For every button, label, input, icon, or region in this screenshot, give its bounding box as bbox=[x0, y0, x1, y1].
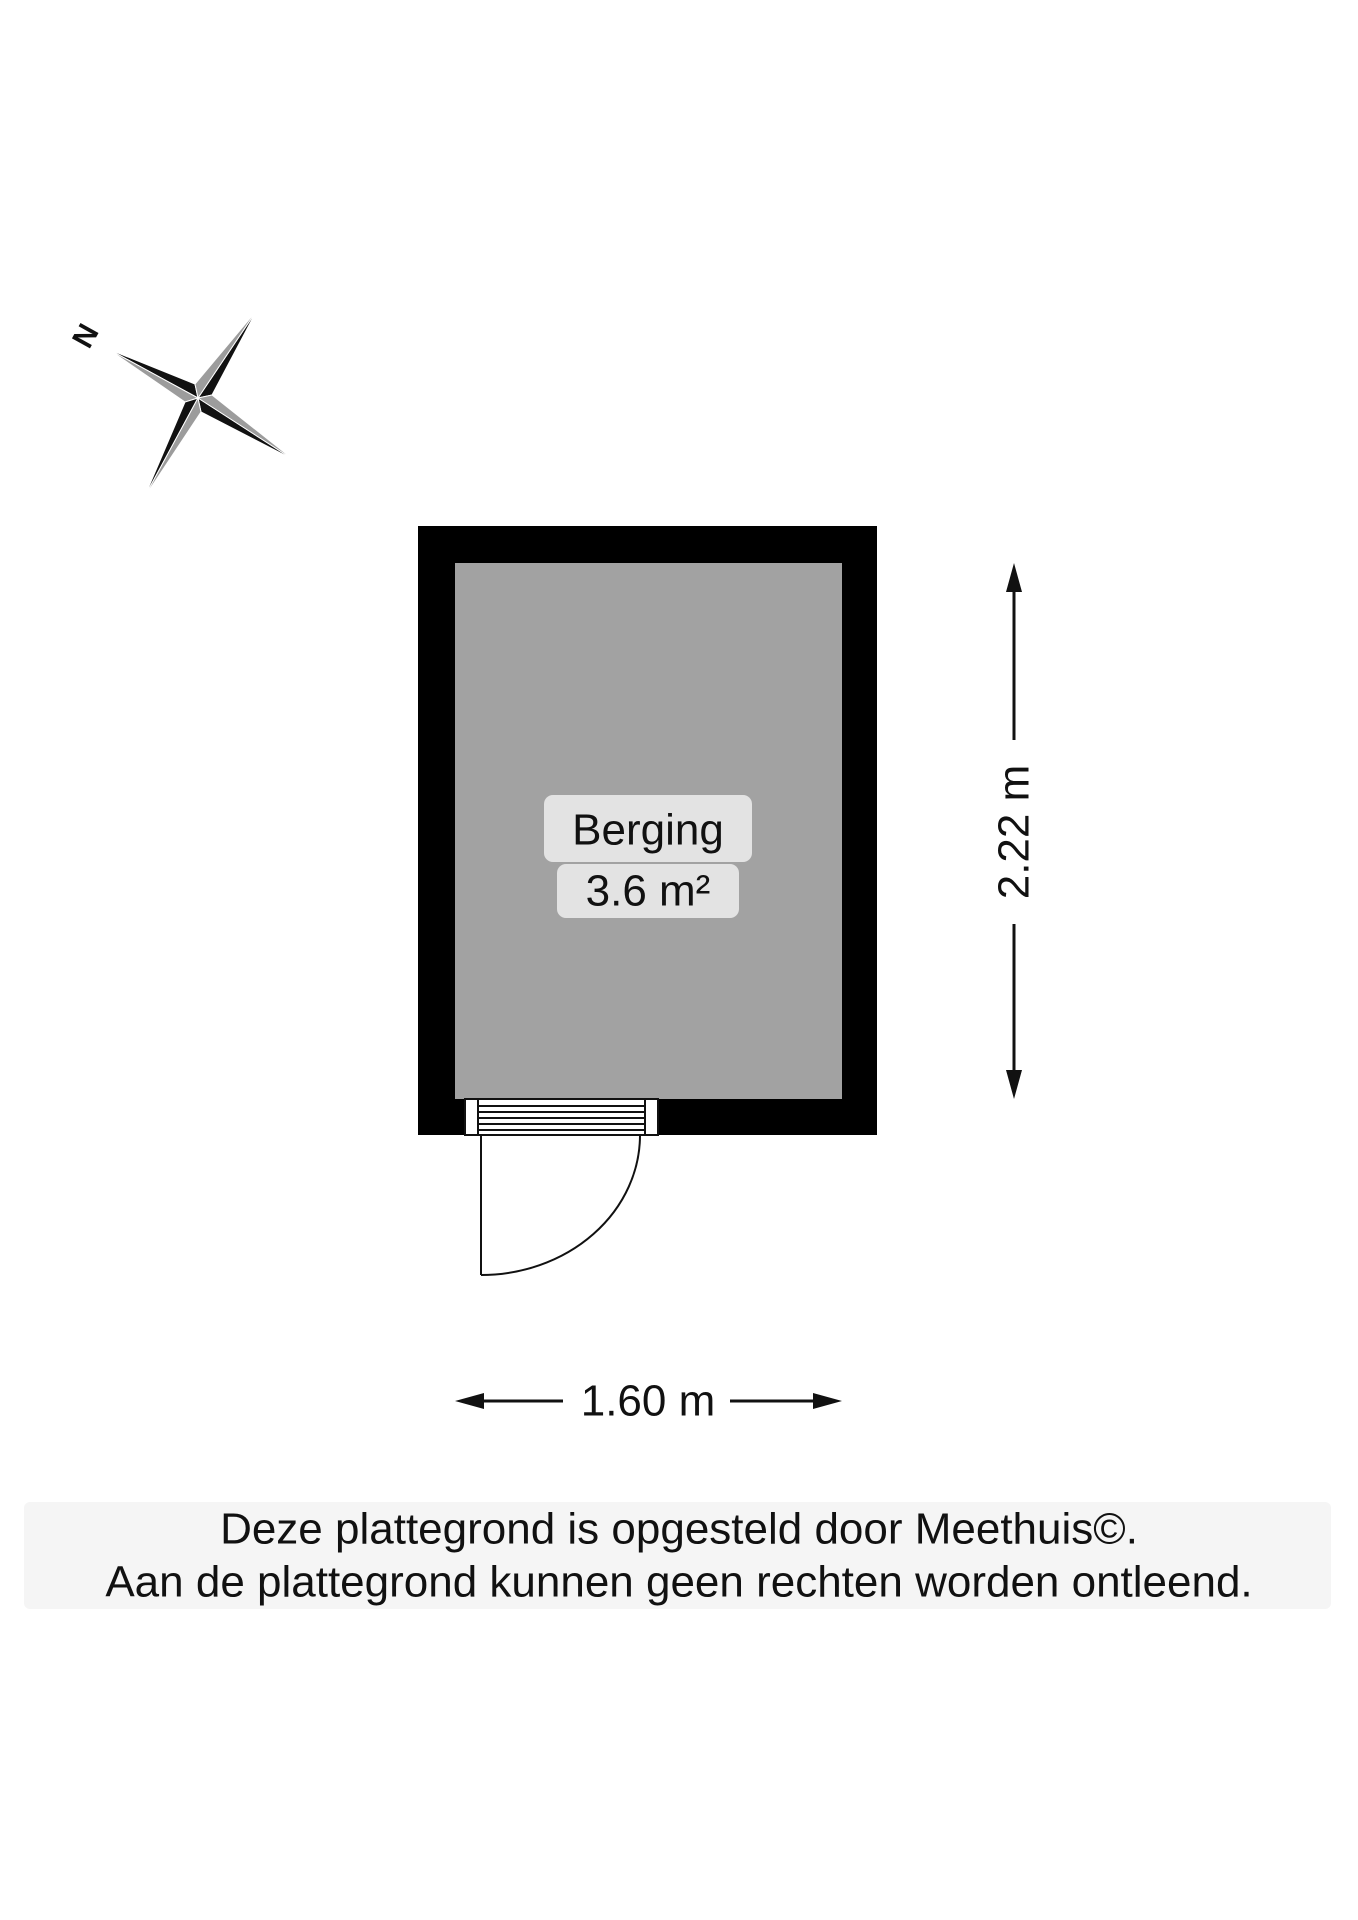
depth-dimension: 2.22 m bbox=[990, 563, 1039, 1099]
room-label: Berging 3.6 m² bbox=[544, 795, 752, 918]
room-area: 3.6 m² bbox=[586, 867, 711, 916]
compass-arm-east-light bbox=[194, 309, 258, 400]
compass-arm-north-light bbox=[107, 348, 200, 403]
door-swing bbox=[480, 1134, 641, 1276]
width-dimension: 1.60 m bbox=[455, 1377, 842, 1426]
disclaimer-line-2: Aan de plattegrond kunnen geen rechten w… bbox=[105, 1558, 1252, 1607]
compass-rose-icon: N bbox=[66, 309, 295, 499]
width-dimension-label: 1.60 m bbox=[581, 1377, 716, 1426]
arrow-down-icon bbox=[1006, 1070, 1022, 1099]
disclaimer: Deze plattegrond is opgesteld door Meeth… bbox=[24, 1502, 1331, 1609]
room-berging: Berging 3.6 m² bbox=[418, 526, 877, 1276]
disclaimer-background bbox=[24, 1502, 1331, 1609]
arrow-up-icon bbox=[1006, 563, 1022, 592]
room-name-background bbox=[544, 795, 752, 862]
room-area-background bbox=[557, 864, 739, 918]
room-name: Berging bbox=[572, 806, 724, 855]
arrow-right-icon bbox=[813, 1393, 842, 1409]
compass-north-label: N bbox=[66, 319, 105, 354]
compass-arm-south-light bbox=[196, 394, 295, 461]
disclaimer-line-1: Deze plattegrond is opgesteld door Meeth… bbox=[220, 1505, 1138, 1554]
depth-dimension-label: 2.22 m bbox=[990, 765, 1039, 900]
compass-arm-west-light bbox=[143, 396, 202, 499]
arrow-left-icon bbox=[455, 1393, 484, 1409]
door-opening bbox=[464, 1098, 659, 1136]
